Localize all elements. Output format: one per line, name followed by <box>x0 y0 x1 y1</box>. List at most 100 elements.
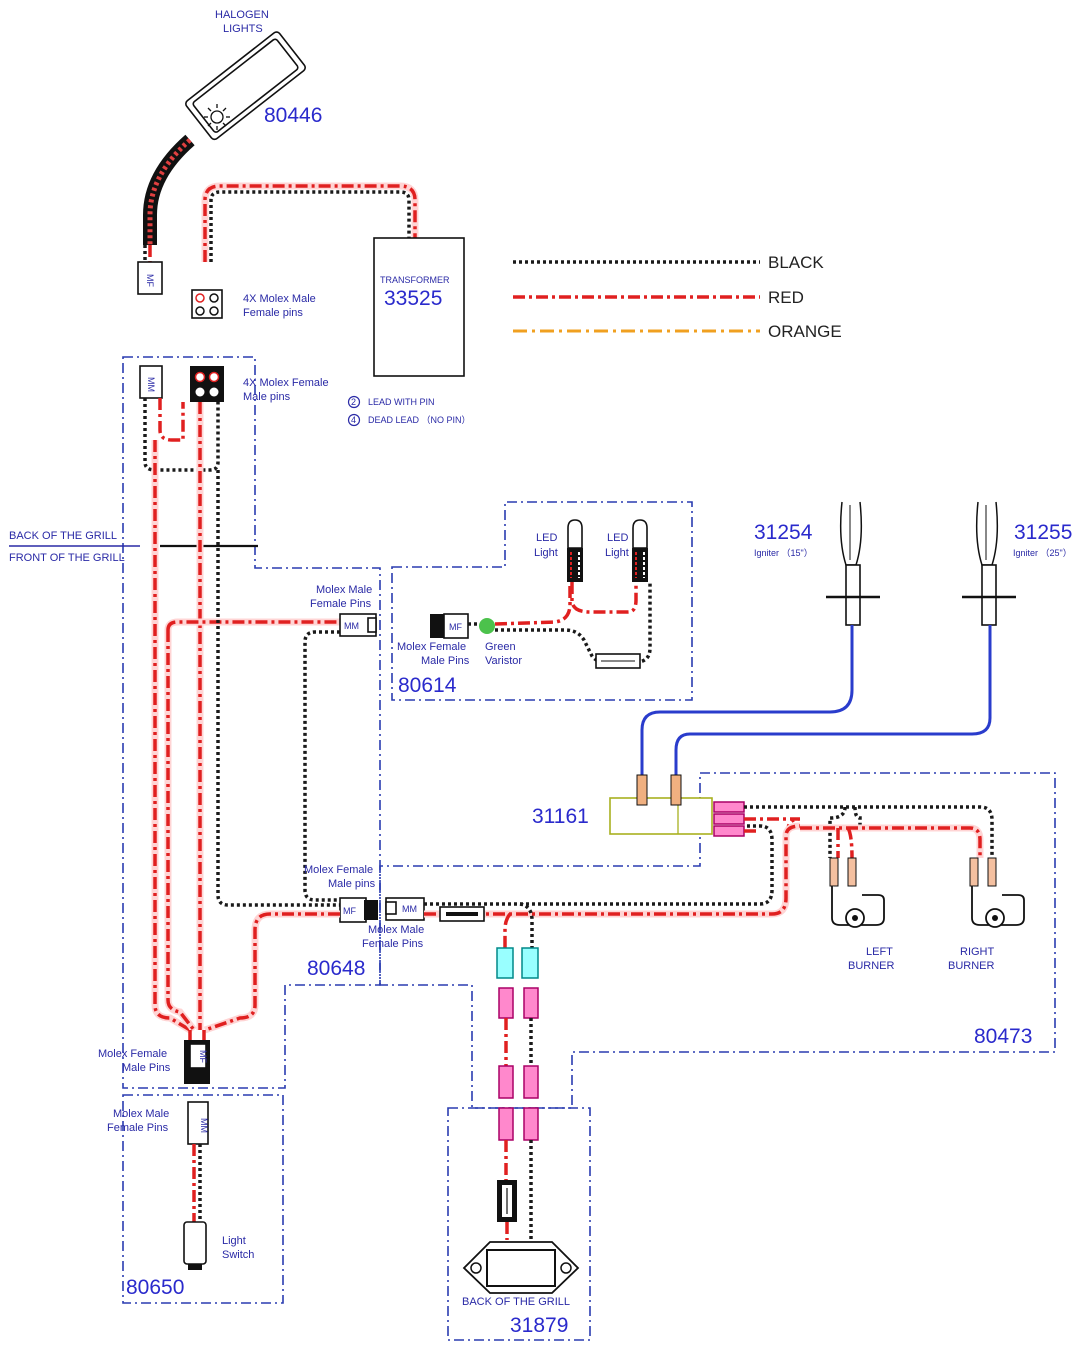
molex-male-fp-label-line2: Female Pins <box>310 598 372 610</box>
igniter-2-part-number: 31255 <box>1014 521 1072 544</box>
molex-4x-female-label-line1: 4X Molex Female <box>243 377 329 389</box>
svg-text:2: 2 <box>351 397 356 407</box>
led-1-label-line2: Light <box>534 547 558 559</box>
spark-generator <box>462 1241 580 1294</box>
inline-fuse-main <box>439 906 485 922</box>
harness-31879-outline <box>447 1107 591 1341</box>
svg-text:MM: MM <box>199 1118 209 1133</box>
halogen-cable-sheath <box>143 134 195 245</box>
harness-80650-part-number: 80650 <box>126 1276 184 1299</box>
legend-black-label: BLACK <box>768 253 824 272</box>
ignition-module <box>609 797 713 835</box>
ignition-module-terminal-2 <box>670 774 682 806</box>
molex-female-mp-label-line2: Male pins <box>328 878 376 890</box>
ignition-module-terminal-1 <box>636 774 648 806</box>
molex-male-fp2-label-line1: Molex Male <box>368 924 424 936</box>
spark-generator-label: BACK OF THE GRILL <box>462 1296 570 1308</box>
varistor-label-line1: Green <box>485 641 516 653</box>
halogen-part-number: 80446 <box>264 104 322 127</box>
dead-lead-label: DEAD LEAD （NO PIN） <box>368 415 471 425</box>
transformer-title: TRANSFORMER <box>380 275 450 285</box>
spark-generator-fuse <box>497 1180 517 1222</box>
led-molex-label-line2: Male Pins <box>421 655 470 667</box>
legend-orange-label: ORANGE <box>768 322 842 341</box>
magenta-connector-pair-3 <box>498 1107 539 1141</box>
harness-80473-part-number: 80473 <box>974 1025 1032 1048</box>
igniter-2-lead <box>674 625 992 775</box>
back-of-grill-label: BACK OF THE GRILL <box>9 530 117 542</box>
igniter-1-lead <box>640 625 854 775</box>
cyan-connector-pair <box>496 947 539 979</box>
transformer-part-number: 33525 <box>384 287 442 310</box>
pin-2-marker: 2 <box>347 395 361 409</box>
right-burner-electrode <box>969 857 1025 928</box>
mm-connector-switch: MM <box>187 1101 209 1145</box>
main-black-wire <box>216 470 340 907</box>
harness-80473-outline <box>379 772 1056 1109</box>
varistor-label-line2: Varistor <box>485 655 522 667</box>
transformer <box>373 237 465 377</box>
svg-text:MM: MM <box>146 377 156 392</box>
igniter-1 <box>826 501 880 626</box>
molex-4x-female-label-line2: Male pins <box>243 391 291 403</box>
main-red-wire-1 <box>153 440 191 1032</box>
molex-4x-male-label-line1: 4X Molex Male <box>243 293 316 305</box>
left-burner-label-line2: BURNER <box>848 960 895 972</box>
halogen-title-line1: HALOGEN <box>215 9 269 21</box>
mm-connector-top-left: MM <box>139 365 163 399</box>
igniter-1-part-number: 31254 <box>754 521 813 544</box>
sun-icon <box>204 104 230 130</box>
light-switch-label-line1: Light <box>222 1235 246 1247</box>
molex-male-fp3-label-line2: Female Pins <box>107 1122 169 1134</box>
svg-text:MF: MF <box>343 906 356 916</box>
molex-4x-female-connector <box>190 366 224 402</box>
light-switch-label-line2: Switch <box>222 1249 254 1261</box>
lead-with-pin-label: LEAD WITH PIN <box>368 397 435 407</box>
igniter-2 <box>962 501 1016 626</box>
main-red-feed <box>424 824 801 916</box>
harness-80614-outline <box>391 501 693 701</box>
light-switch <box>183 1221 207 1270</box>
led-1-label-line1: LED <box>536 532 557 544</box>
harness-80648-part-number: 80648 <box>307 957 365 980</box>
halogen-title-line2: LIGHTS <box>223 23 263 35</box>
molex-female-mp3-label-line2: Male Pins <box>122 1062 171 1074</box>
spark-generator-part-number: 31879 <box>510 1314 568 1337</box>
red-wire-to-led-molex <box>166 620 340 631</box>
svg-text:MM: MM <box>402 904 417 914</box>
mf-connector-bottom-left: MF <box>184 1040 210 1084</box>
halogen-mf-connector: MF <box>137 261 163 295</box>
halogen-cable-inner <box>147 138 192 245</box>
svg-text:4: 4 <box>351 415 356 425</box>
molex-female-mp-label-line1: Molex Female <box>304 864 373 876</box>
molex-male-fp-label-line1: Molex Male <box>316 584 372 596</box>
pin-4-marker: 4 <box>347 413 361 427</box>
led-2-label-line1: LED <box>607 532 628 544</box>
led-2 <box>632 519 648 582</box>
right-burner-label-line2: BURNER <box>948 960 995 972</box>
molex-4x-male-connector <box>191 289 223 319</box>
svg-text:MF: MF <box>198 1050 208 1063</box>
ignition-module-part-number: 31161 <box>532 805 589 828</box>
green-varistor <box>479 618 495 634</box>
mm-connector-main: MM <box>385 897 425 921</box>
legend-red-label: RED <box>768 288 804 307</box>
right-burner-label-line1: RIGHT <box>960 946 995 958</box>
svg-text:MF: MF <box>449 622 462 632</box>
led-module-part-number: 80614 <box>398 674 457 697</box>
mm-connector-led-feed: MM <box>339 613 377 637</box>
led-molex-label-line1: Molex Female <box>397 641 466 653</box>
molex-4x-male-label-line2: Female pins <box>243 307 303 319</box>
igniter-2-label: Igniter （25"） <box>1013 548 1072 558</box>
svg-text:MF: MF <box>145 274 155 287</box>
led-1 <box>567 519 583 582</box>
halogen-to-transformer-red <box>203 184 417 262</box>
svg-text:MM: MM <box>344 621 359 631</box>
halogen-to-transformer-black <box>209 190 411 262</box>
left-burner-electrode <box>829 857 885 928</box>
molex-female-mp3-label-line1: Molex Female <box>98 1048 167 1060</box>
harness-80650-outline <box>122 1094 284 1304</box>
led-mf-connector: MF <box>430 613 469 639</box>
magenta-connector-pair-2 <box>498 1065 539 1099</box>
